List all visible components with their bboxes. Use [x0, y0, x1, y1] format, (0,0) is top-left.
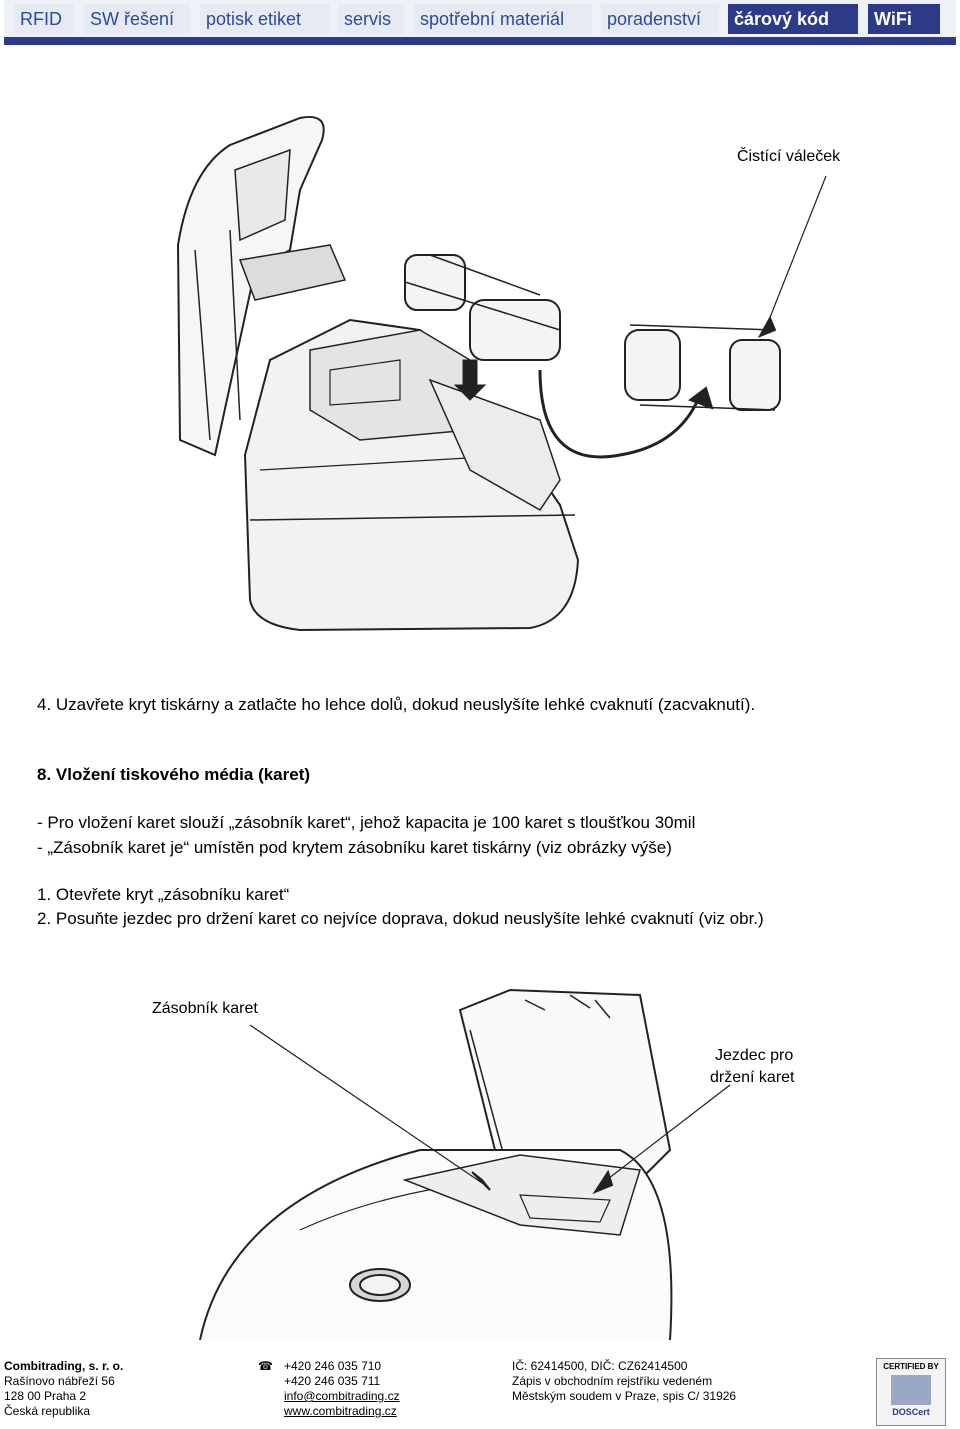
nav-carovy-kod[interactable]: čárový kód [728, 4, 858, 34]
footer-address: Combitrading, s. r. o. Rašínovo nábřeží … [4, 1359, 123, 1419]
nav-poradenstvi[interactable]: poradenství [601, 4, 719, 34]
footer-phone-2: +420 246 035 711 [284, 1374, 381, 1388]
callout-card-slider-line2: držení karet [710, 1069, 795, 1086]
nav-wifi[interactable]: WiFi [868, 4, 940, 34]
footer-ids: IČ: 62414500, DIČ: CZ62414500 [512, 1359, 688, 1373]
bullet-capacity: - Pro vložení karet slouží „zásobník kar… [37, 813, 696, 832]
callout-cleaning-roller: Čistící váleček [737, 148, 841, 165]
footer-registry-1: Zápis v obchodním rejstříku vedeném [512, 1374, 713, 1388]
step-4-text: 4. Uzavřete kryt tiskárny a zatlačte ho … [37, 695, 756, 714]
cert-brand: DOSCert [892, 1407, 930, 1417]
nav-spotrebni-material[interactable]: spotřební materiál [414, 4, 592, 34]
phone-icon: ☎ [258, 1359, 273, 1373]
footer-country: Česká republika [4, 1404, 91, 1418]
nav-servis[interactable]: servis [338, 4, 404, 34]
callout-card-slider-line1: Jezdec pro [715, 1047, 794, 1064]
nav-rfid[interactable]: RFID [14, 4, 74, 34]
bullet-location: - „Zásobník karet je“ umístěn pod krytem… [37, 838, 672, 857]
footer-email-link[interactable]: info@combitrading.cz [284, 1389, 400, 1403]
footer-contact: +420 246 035 710 +420 246 035 711 info@c… [284, 1359, 400, 1419]
cert-emblem-icon [891, 1375, 931, 1405]
footer-street: Rašínovo nábřeží 56 [4, 1374, 115, 1388]
cert-label: CERTIFIED BY [883, 1362, 939, 1371]
footer-company: Combitrading, s. r. o. [4, 1359, 124, 1373]
footer-registry-2: Městským soudem v Praze, spis C/ 31926 [512, 1389, 737, 1403]
footer-city: 128 00 Praha 2 [4, 1389, 87, 1403]
callout-card-hopper: Zásobník karet [152, 1000, 258, 1017]
section-8-heading: 8. Vložení tiskového média (karet) [37, 765, 311, 784]
nav-underline [4, 37, 956, 45]
certification-logo: CERTIFIED BY DOSCert [876, 1358, 946, 1426]
footer-phone-1: +420 246 035 710 [284, 1359, 382, 1373]
card-feeder-illustration [199, 988, 731, 1340]
numbered-step-2: 2. Posuňte jezdec pro držení karet co ne… [37, 909, 764, 928]
printer-open-illustration [176, 116, 827, 632]
numbered-step-1: 1. Otevřete kryt „zásobníku karet“ [37, 885, 290, 904]
footer-registration: IČ: 62414500, DIČ: CZ62414500 Zápis v ob… [512, 1359, 736, 1404]
nav-potisk-etiket[interactable]: potisk etiket [200, 4, 330, 34]
footer-web-link[interactable]: www.combitrading.cz [284, 1404, 397, 1418]
nav-sw-reseni[interactable]: SW řešení [84, 4, 190, 34]
